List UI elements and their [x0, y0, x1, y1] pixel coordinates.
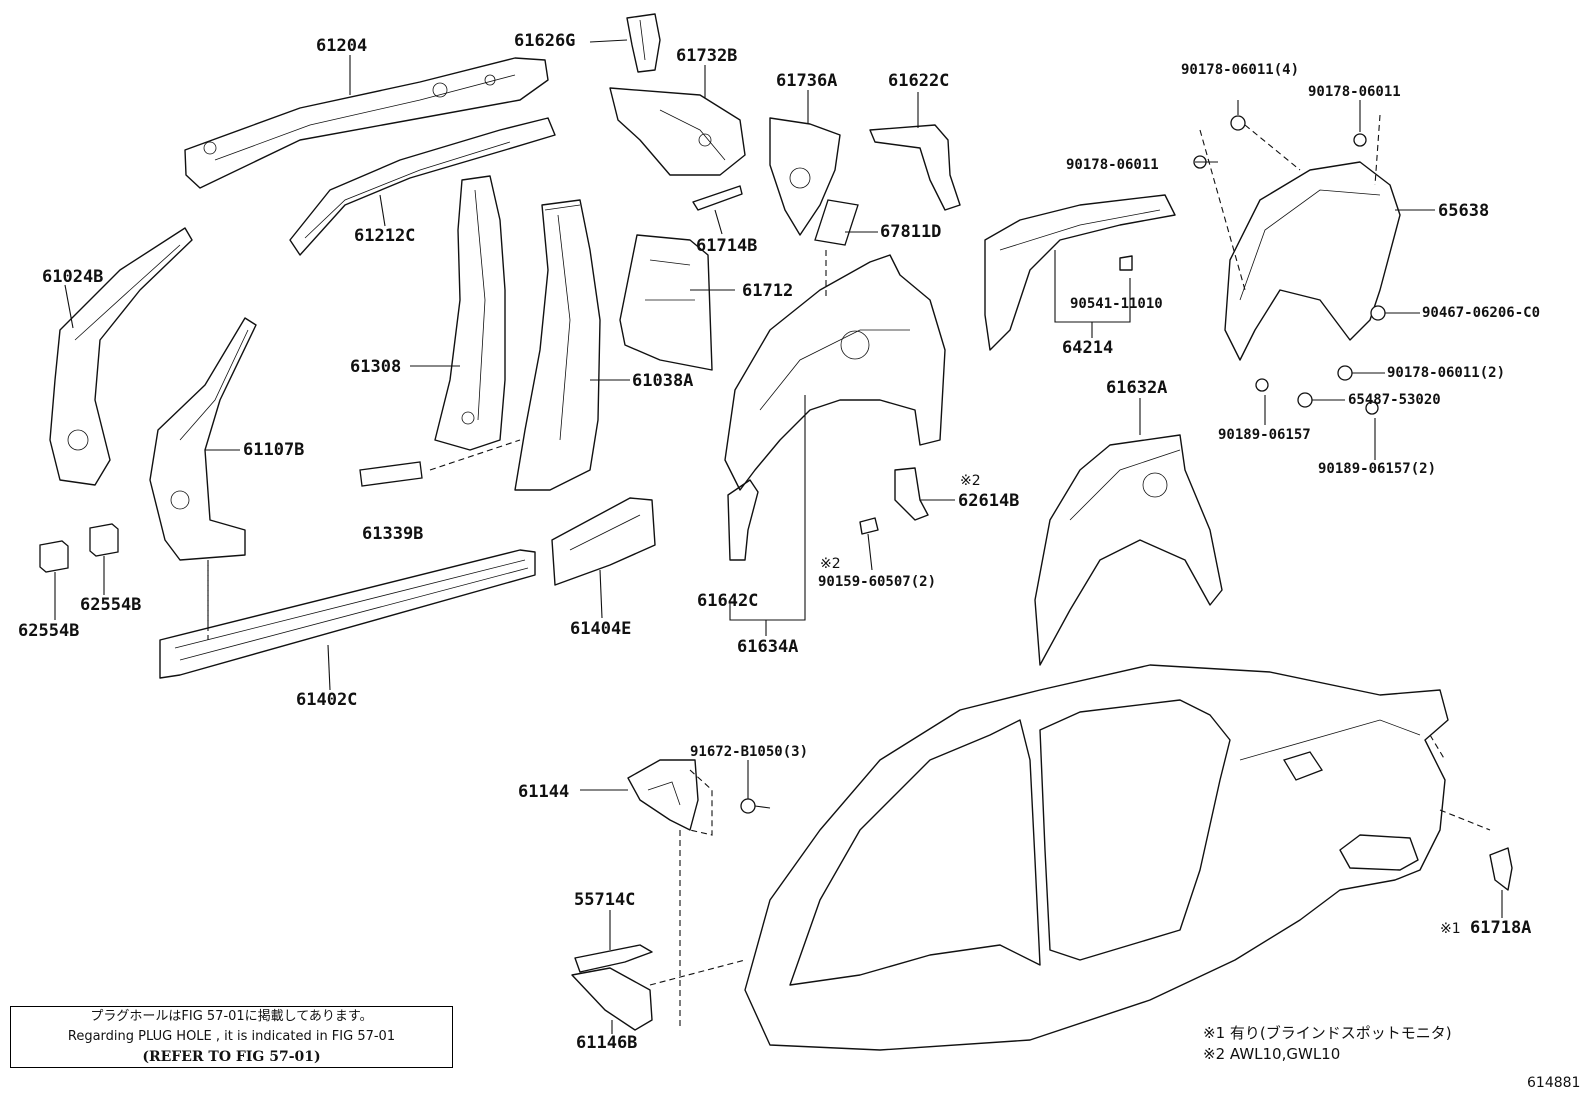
part-label-62554b-1[interactable]: 62554B: [80, 595, 142, 615]
part-61642c-shape: [727, 479, 759, 561]
part-label-61204[interactable]: 61204: [316, 36, 368, 56]
part-label-61642c[interactable]: 61642C: [697, 591, 759, 611]
part-label-61339b[interactable]: 61339B: [362, 524, 424, 544]
part-label-61107b[interactable]: 61107B: [243, 440, 305, 460]
part-label-61212c[interactable]: 61212C: [354, 226, 416, 246]
part-label-61632a[interactable]: 61632A: [1106, 378, 1168, 398]
part-label-90178-06011-a[interactable]: 90178-06011: [1308, 84, 1401, 100]
part-label-61622c[interactable]: 61622C: [888, 71, 950, 91]
part-62614b-shape: [859, 467, 955, 571]
part-label-61144[interactable]: 61144: [518, 782, 570, 802]
part-label-61404e[interactable]: 61404E: [570, 619, 632, 639]
note-refer-link[interactable]: (REFER TO FIG 57-01): [142, 1049, 321, 1065]
part-label-61402c[interactable]: 61402C: [296, 690, 358, 710]
part-label-61024b[interactable]: 61024B: [42, 267, 104, 287]
part-label-62554b-2[interactable]: 62554B: [18, 621, 80, 641]
part-label-64214[interactable]: 64214: [1062, 338, 1114, 358]
part-61732b-shape: [609, 65, 746, 176]
part-55714c-shape: [574, 910, 653, 973]
part-61146b-shape: [571, 959, 746, 1034]
part-label-90189-06157-2[interactable]: 90189-06157(2): [1318, 461, 1437, 477]
part-65638-shape: [1193, 100, 1435, 460]
part-label-61634a[interactable]: 61634A: [737, 637, 799, 657]
part-label-61718a[interactable]: 61718A: [1470, 918, 1532, 938]
figure-number: 614881: [1527, 1075, 1581, 1091]
part-label-61714b[interactable]: 61714B: [696, 236, 758, 256]
footnote-2: ※2 AWL10,GWL10: [1203, 1045, 1341, 1063]
mark-2-62614b: ※2: [960, 473, 981, 489]
part-label-65638[interactable]: 65638: [1438, 201, 1490, 221]
part-label-62614b[interactable]: 62614B: [958, 491, 1020, 511]
part-label-61146b[interactable]: 61146B: [576, 1033, 638, 1053]
footnote-1: ※1 有り(ブラインドスポットモニタ): [1203, 1024, 1452, 1042]
part-label-90189-06157-a[interactable]: 90189-06157: [1218, 427, 1311, 443]
part-label-61626g[interactable]: 61626G: [514, 31, 576, 51]
part-61634a-shape: [724, 254, 946, 636]
part-61714b-shape: [692, 185, 743, 235]
part-label-90467-06206-c0[interactable]: 90467-06206-C0: [1422, 305, 1541, 321]
part-label-61038a[interactable]: 61038A: [632, 371, 694, 391]
note-line-jp: プラグホールはFIG 57-01に掲載してあります。: [90, 1009, 373, 1024]
part-61632a-shape: [1034, 398, 1223, 666]
part-61622c-shape: [869, 92, 961, 211]
part-61024b-shape: [49, 227, 193, 486]
part-62554b-shapes: [39, 523, 119, 620]
part-61626g-shape: [589, 13, 661, 73]
part-label-90159-60507[interactable]: 90159-60507(2): [818, 574, 937, 590]
part-label-61712[interactable]: 61712: [742, 281, 794, 301]
part-61339b-shape: [359, 439, 521, 487]
part-label-90178-06011-b[interactable]: 90178-06011: [1066, 157, 1159, 173]
part-61107b-shape: [149, 317, 257, 561]
part-61718a-shape: [1489, 847, 1513, 918]
part-label-61736a[interactable]: 61736A: [776, 71, 838, 91]
part-67811d-shape: [814, 199, 878, 246]
part-61736a-shape: [769, 90, 841, 236]
body-side-panel-shape: [744, 664, 1491, 1051]
plug-hole-note: プラグホールはFIG 57-01に掲載してあります。 Regarding PLU…: [10, 1006, 453, 1068]
mark-1-61718a: ※1: [1440, 921, 1461, 937]
part-label-91672-b1050[interactable]: 91672-B1050(3): [690, 744, 809, 760]
part-label-90178-06011-4[interactable]: 90178-06011(4): [1181, 62, 1300, 78]
mark-2-90159: ※2: [820, 556, 841, 572]
part-label-67811d[interactable]: 67811D: [880, 222, 942, 242]
part-label-90178-06011-2[interactable]: 90178-06011(2): [1387, 365, 1506, 381]
part-61204-shape: [184, 55, 549, 189]
part-label-90541-11010[interactable]: 90541-11010: [1070, 296, 1163, 312]
note-line-en: Regarding PLUG HOLE , it is indicated in…: [67, 1029, 396, 1044]
part-label-65487-53020[interactable]: 65487-53020: [1348, 392, 1441, 408]
part-61038a-shape: [514, 199, 630, 491]
part-61308-shape: [410, 175, 506, 451]
part-61402c-shape: [159, 549, 536, 691]
part-61404e-shape: [551, 497, 656, 619]
part-label-61732b[interactable]: 61732B: [676, 46, 738, 66]
part-61144-shape: [580, 759, 771, 1030]
part-61212c-shape: [289, 117, 556, 256]
part-label-61308[interactable]: 61308: [350, 357, 402, 377]
part-61712-shape: [619, 234, 735, 371]
part-label-55714c[interactable]: 55714C: [574, 890, 636, 910]
part-64214-shape: [984, 194, 1176, 351]
